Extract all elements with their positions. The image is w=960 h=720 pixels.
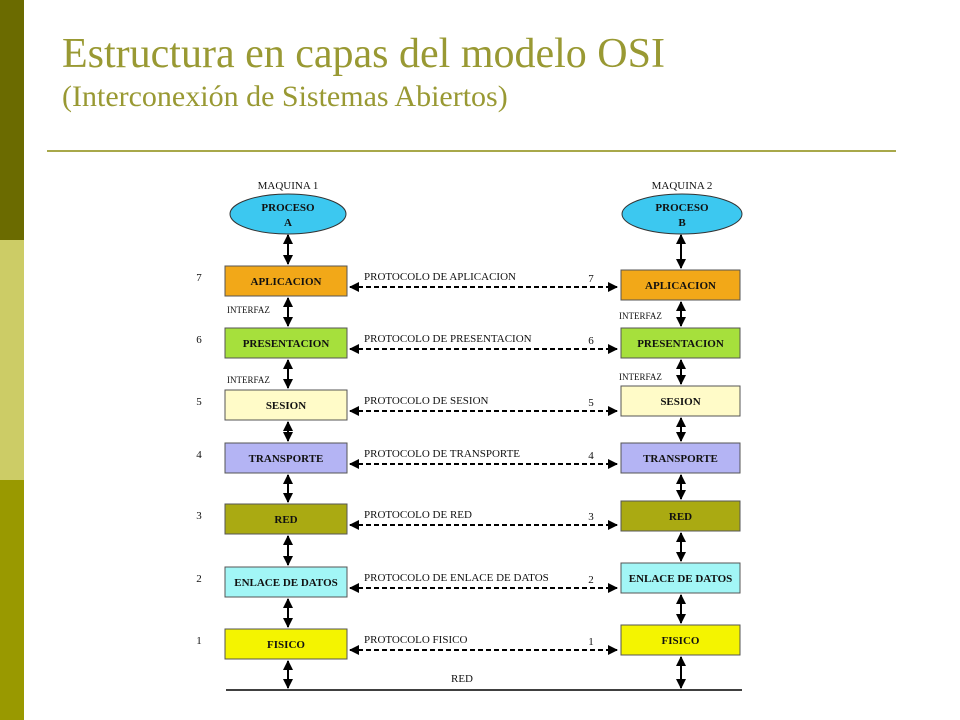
layer-number-left-4: 4 [196,449,202,461]
layer-label-right-sesion: SESION [660,396,700,408]
layer-label-right-presentacion: PRESENTACION [637,338,724,350]
layer-box-left-enlace-de-datos [224,566,348,598]
machine-2-label: MAQUINA 2 [652,180,713,192]
layer-box-right-sesion [620,385,741,417]
protocol-label-aplicacion: PROTOCOLO DE APLICACION [364,271,516,283]
protocol-label-fisico: PROTOCOLO FISICO [364,634,467,646]
layer-number-left-2: 2 [196,573,202,585]
interface-label-left-1: INTERFAZ [227,305,270,315]
layer-box-left-transporte [224,442,348,474]
layer-label-left-red: RED [274,514,297,526]
layer-label-left-sesion: SESION [266,400,306,412]
layer-box-left-red [224,503,348,535]
layer-number-left-6: 6 [196,334,202,346]
interface-label-left-2: INTERFAZ [227,375,270,385]
layer-label-right-fisico: FISICO [662,635,700,647]
protocol-label-sesion: PROTOCOLO DE SESION [364,395,489,407]
layer-box-right-presentacion [620,327,741,359]
layer-box-left-aplicacion [224,265,348,297]
sidebar-band-bottom [0,480,24,720]
layer-number-right-1: 1 [588,636,594,648]
process-b-label-line1: PROCESO [655,202,709,214]
layer-label-left-fisico: FISICO [267,639,305,651]
protocol-label-red: PROTOCOLO DE RED [364,509,472,521]
layer-box-left-sesion [224,389,348,421]
process-b-label-line2: B [678,217,686,229]
layer-box-right-red [620,500,741,532]
machine-1-label: MAQUINA 1 [258,180,319,192]
layer-number-left-5: 5 [196,396,202,408]
protocol-label-enlace-de-datos: PROTOCOLO DE ENLACE DE DATOS [364,572,549,584]
protocol-label-transporte: PROTOCOLO DE TRANSPORTE [364,448,520,460]
layer-box-right-transporte [620,442,741,474]
sidebar-band-middle [0,240,24,480]
layer-number-right-6: 6 [588,335,594,347]
layer-number-left-1: 1 [196,635,202,647]
layer-box-left-presentacion [224,327,348,359]
layer-label-right-enlace-de-datos: ENLACE DE DATOS [629,573,733,585]
layer-label-right-transporte: TRANSPORTE [643,453,718,465]
process-a-label-line1: PROCESO [261,202,315,214]
interface-label-right-2: INTERFAZ [619,372,662,382]
layer-number-right-4: 4 [588,450,594,462]
layer-box-right-fisico [620,624,741,656]
layer-label-left-transporte: TRANSPORTE [249,453,324,465]
layer-box-right-enlace-de-datos [620,562,741,594]
layer-label-left-presentacion: PRESENTACION [243,338,330,350]
layer-label-left-enlace-de-datos: ENLACE DE DATOS [234,577,338,589]
slide-title-subtitle: (Interconexión de Sistemas Abiertos) [62,80,508,113]
layer-label-left-aplicacion: APLICACION [251,276,322,288]
layer-number-left-3: 3 [196,510,202,522]
layer-number-right-3: 3 [588,511,594,523]
process-a-label-line2: A [284,217,292,229]
layer-number-right-5: 5 [588,397,594,409]
slide-title-main: Estructura en capas del modelo OSI [62,31,665,77]
network-label: RED [451,673,473,685]
protocol-label-presentacion: PROTOCOLO DE PRESENTACION [364,333,532,345]
interface-label-right-1: INTERFAZ [619,311,662,321]
layer-number-right-2: 2 [588,574,594,586]
layer-box-right-aplicacion [620,269,741,301]
slide-title: Estructura en capas del modelo OSI (Inte… [62,30,665,116]
layer-number-right-7: 7 [588,273,594,285]
sidebar-band-top [0,0,24,240]
layer-label-right-aplicacion: APLICACION [645,280,716,292]
layer-label-right-red: RED [669,511,692,523]
layer-box-left-fisico [224,628,348,660]
layer-number-left-7: 7 [196,272,202,284]
title-underline [47,150,896,152]
